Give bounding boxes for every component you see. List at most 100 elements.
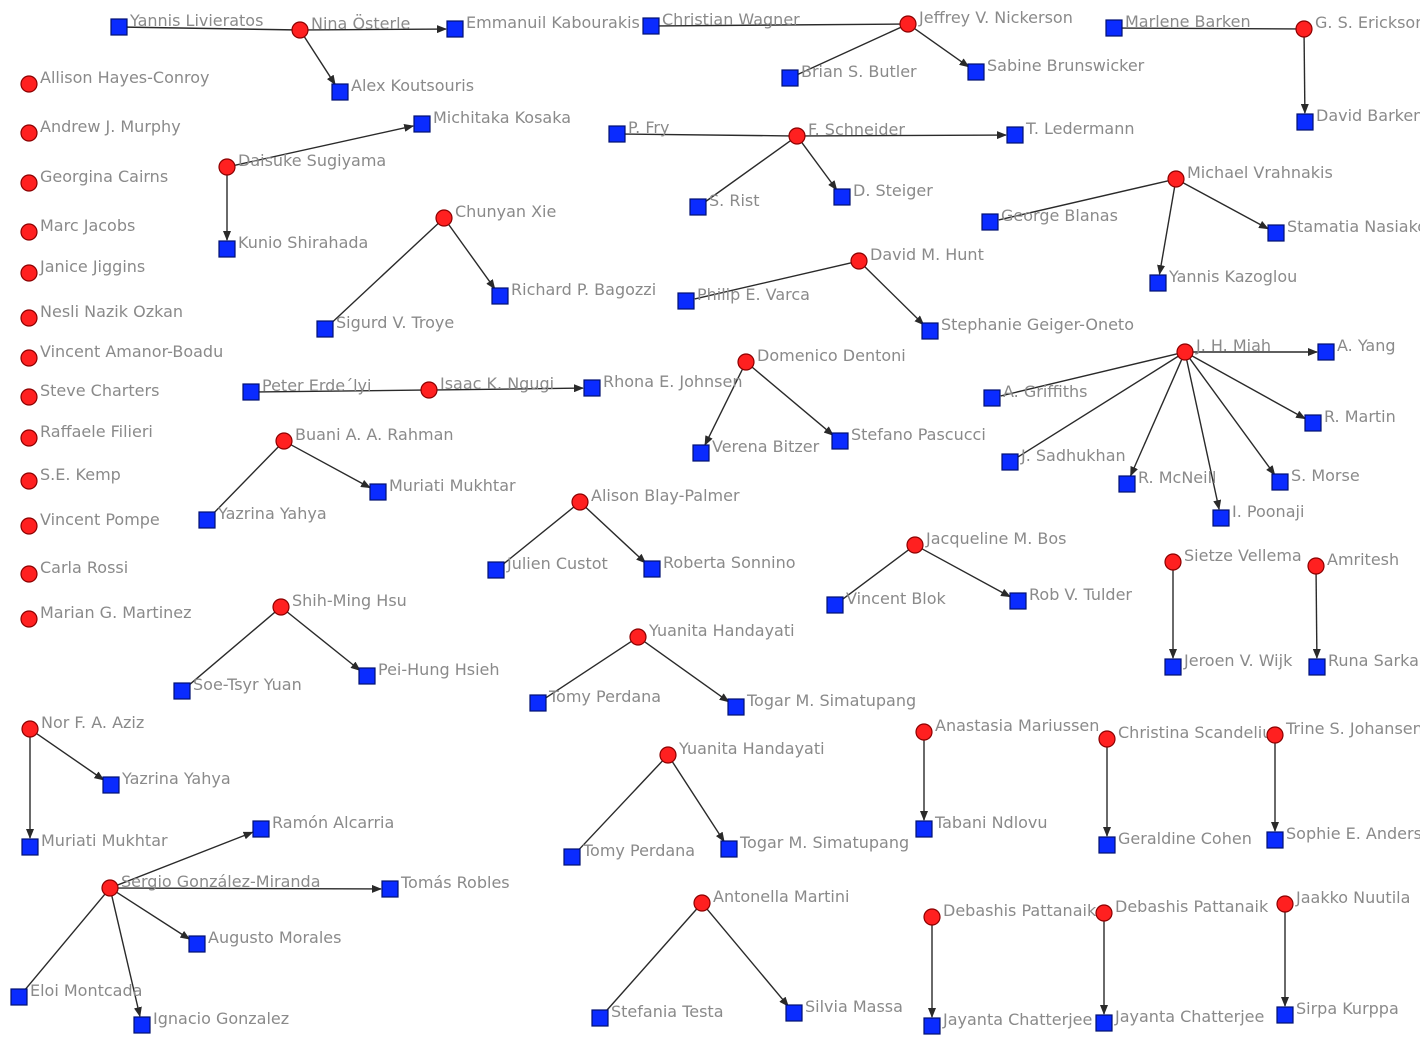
node-geraldine-cohen[interactable]: Geraldine Cohen <box>1098 829 1252 854</box>
person-node-marker[interactable] <box>899 15 917 33</box>
node-jayanta-1[interactable]: Jayanta Chatterjee <box>923 1010 1092 1035</box>
person-node-marker[interactable] <box>1164 553 1182 571</box>
node-marc-jacobs[interactable]: Marc Jacobs <box>20 216 135 241</box>
person-node-marker[interactable] <box>20 174 38 192</box>
item-node-marker[interactable] <box>1308 658 1326 676</box>
item-node-marker[interactable] <box>915 820 933 838</box>
item-node-marker[interactable] <box>1317 343 1335 361</box>
item-node-marker[interactable] <box>316 320 334 338</box>
node-jh-miah[interactable]: J. H. Miah <box>1176 336 1271 361</box>
node-yannis-kazoglou[interactable]: Yannis Kazoglou <box>1149 267 1297 292</box>
item-node-marker[interactable] <box>491 287 509 305</box>
node-marian-martinez[interactable]: Marian G. Martinez <box>20 603 192 628</box>
item-node-marker[interactable] <box>188 935 206 953</box>
node-runa-sarkar[interactable]: Runa Sarkar <box>1308 651 1420 676</box>
node-jeffrey-nickerson[interactable]: Jeffrey V. Nickerson <box>899 8 1073 33</box>
item-node-marker[interactable] <box>781 69 799 87</box>
item-node-marker[interactable] <box>608 125 626 143</box>
item-node-marker[interactable] <box>720 840 738 858</box>
node-r-martin[interactable]: R. Martin <box>1304 407 1396 432</box>
node-carla-rossi[interactable]: Carla Rossi <box>20 558 128 583</box>
node-rob-tulder[interactable]: Rob V. Tulder <box>1009 585 1132 610</box>
node-sietze-vellema[interactable]: Sietze Vellema <box>1164 546 1302 571</box>
node-jeroen-wijk[interactable]: Jeroen V. Wijk <box>1164 651 1293 676</box>
person-node-marker[interactable] <box>20 309 38 327</box>
item-node-marker[interactable] <box>1009 592 1027 610</box>
item-node-marker[interactable] <box>826 596 844 614</box>
node-silvia-massa[interactable]: Silvia Massa <box>785 997 903 1022</box>
item-node-marker[interactable] <box>981 213 999 231</box>
node-trine-johansen[interactable]: Trine S. Johansen <box>1266 719 1420 744</box>
node-stefania-testa[interactable]: Stefania Testa <box>591 1002 724 1027</box>
node-steve-charters[interactable]: Steve Charters <box>20 381 159 406</box>
node-marlene-barken[interactable]: Marlene Barken <box>1105 12 1251 37</box>
person-node-marker[interactable] <box>693 894 711 912</box>
node-daisuke-sugiyama[interactable]: Daisuke Sugiyama <box>218 151 386 176</box>
item-node-marker[interactable] <box>727 698 745 716</box>
item-node-marker[interactable] <box>10 988 28 1006</box>
node-alex-koutsouris[interactable]: Alex Koutsouris <box>331 76 474 101</box>
node-tomas-robles[interactable]: Tomás Robles <box>381 873 510 898</box>
node-michitaka-kosaka[interactable]: Michitaka Kosaka <box>413 108 571 133</box>
node-s-morse[interactable]: S. Morse <box>1271 466 1360 491</box>
node-stephanie-geiger-oneto[interactable]: Stephanie Geiger-Oneto <box>921 315 1134 340</box>
node-alison-blay-palmer[interactable]: Alison Blay-Palmer <box>571 486 740 511</box>
node-emmanuil-kabourakis[interactable]: Emmanuil Kabourakis <box>446 13 640 38</box>
item-node-marker[interactable] <box>923 1017 941 1035</box>
person-node-marker[interactable] <box>1295 20 1313 38</box>
person-node-marker[interactable] <box>20 75 38 93</box>
person-node-marker[interactable] <box>1307 557 1325 575</box>
node-r-mcneill[interactable]: R. McNeill <box>1118 468 1216 493</box>
node-vincent-pompe[interactable]: Vincent Pompe <box>20 510 160 535</box>
node-chunyan-xie[interactable]: Chunyan Xie <box>435 202 556 227</box>
node-michael-vrahnakis[interactable]: Michael Vrahnakis <box>1167 163 1333 188</box>
item-node-marker[interactable] <box>1266 831 1284 849</box>
node-vincent-blok[interactable]: Vincent Blok <box>826 589 947 614</box>
node-david-barken[interactable]: David Barken <box>1296 106 1420 131</box>
item-node-marker[interactable] <box>1006 126 1024 144</box>
item-node-marker[interactable] <box>218 240 236 258</box>
node-jaakko-nuutila[interactable]: Jaakko Nuutila <box>1276 888 1410 913</box>
node-tabani-ndlovu[interactable]: Tabani Ndlovu <box>915 813 1048 838</box>
item-node-marker[interactable] <box>369 483 387 501</box>
node-yuanita-2[interactable]: Yuanita Handayati <box>659 739 825 764</box>
person-node-marker[interactable] <box>20 429 38 447</box>
item-node-marker[interactable] <box>1001 453 1019 471</box>
item-node-marker[interactable] <box>833 188 851 206</box>
person-node-marker[interactable] <box>435 209 453 227</box>
node-brian-butler[interactable]: Brian S. Butler <box>781 62 917 87</box>
node-augusto-morales[interactable]: Augusto Morales <box>188 928 341 953</box>
person-node-marker[interactable] <box>629 628 647 646</box>
item-node-marker[interactable] <box>689 198 707 216</box>
node-buani-rahman[interactable]: Buani A. A. Rahman <box>275 425 454 450</box>
person-node-marker[interactable] <box>101 879 119 897</box>
item-node-marker[interactable] <box>413 115 431 133</box>
node-ignacio-gonzalez[interactable]: Ignacio Gonzalez <box>133 1009 289 1034</box>
person-node-marker[interactable] <box>1176 343 1194 361</box>
node-janice-jiggins[interactable]: Janice Jiggins <box>20 257 145 282</box>
person-node-marker[interactable] <box>20 124 38 142</box>
node-se-kemp[interactable]: S.E. Kemp <box>20 465 121 490</box>
item-node-marker[interactable] <box>1098 836 1116 854</box>
item-node-marker[interactable] <box>1164 658 1182 676</box>
item-node-marker[interactable] <box>983 389 1001 407</box>
person-node-marker[interactable] <box>1276 895 1294 913</box>
node-tomy-perdana-2[interactable]: Tomy Perdana <box>563 841 695 866</box>
node-s-rist[interactable]: S. Rist <box>689 191 760 216</box>
node-verena-bitzer[interactable]: Verena Bitzer <box>692 437 820 462</box>
node-anastasia-mariussen[interactable]: Anastasia Mariussen <box>915 716 1099 741</box>
node-a-yang[interactable]: A. Yang <box>1317 336 1396 361</box>
person-node-marker[interactable] <box>20 223 38 241</box>
item-node-marker[interactable] <box>110 18 128 36</box>
person-node-marker[interactable] <box>21 720 39 738</box>
person-node-marker[interactable] <box>218 158 236 176</box>
person-node-marker[interactable] <box>20 472 38 490</box>
item-node-marker[interactable] <box>358 667 376 685</box>
person-node-marker[interactable] <box>906 536 924 554</box>
item-node-marker[interactable] <box>198 511 216 529</box>
node-domenico-dentoni[interactable]: Domenico Dentoni <box>737 346 906 371</box>
node-shih-ming-hsu[interactable]: Shih-Ming Hsu <box>272 591 407 616</box>
item-node-marker[interactable] <box>591 1009 609 1027</box>
node-georgina-cairns[interactable]: Georgina Cairns <box>20 167 168 192</box>
item-node-marker[interactable] <box>133 1016 151 1034</box>
